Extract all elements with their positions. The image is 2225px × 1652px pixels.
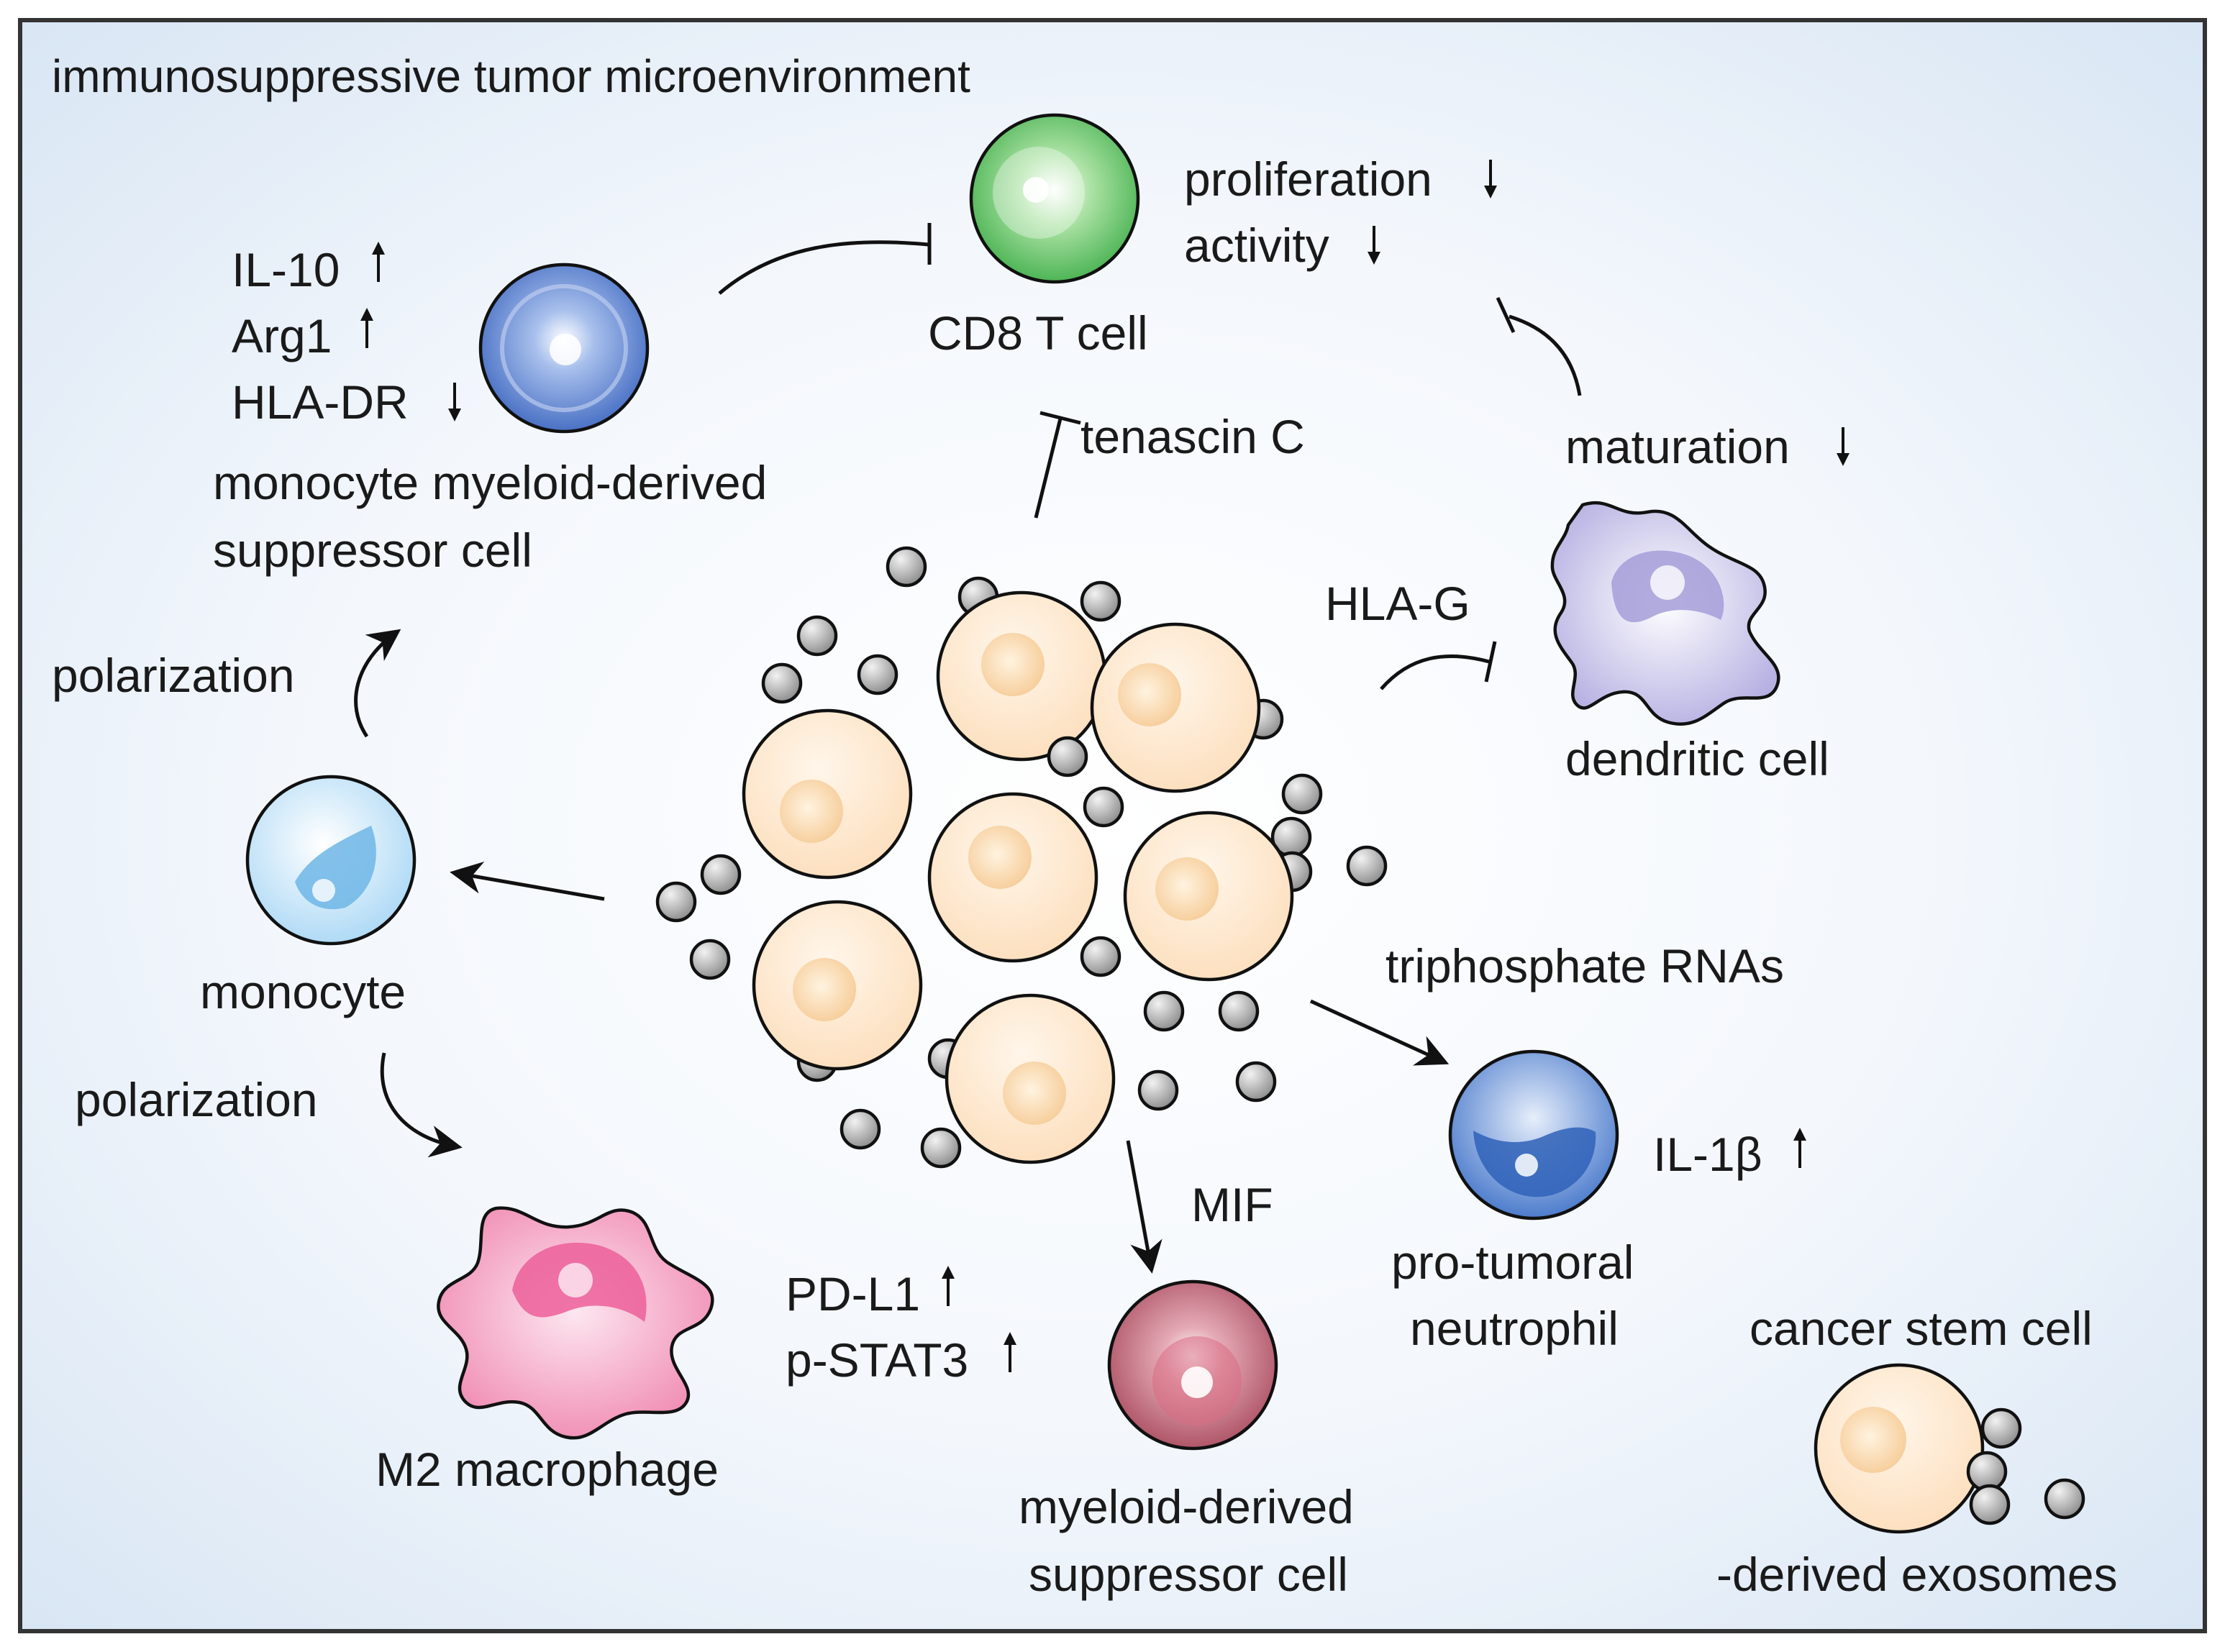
hladr-down-arrow-icon [448, 383, 461, 421]
csc-label-line2: -derived exosomes [1716, 1548, 2118, 1601]
exosome [840, 1108, 881, 1150]
cd8-t-cell-label: CD8 T cell [928, 306, 1148, 360]
exosome [1143, 990, 1185, 1032]
pdl1-label: PD-L1 [786, 1267, 920, 1320]
neutrophil-cell [1448, 1049, 1619, 1220]
maturation-down-arrow-icon [1837, 427, 1849, 466]
exosome [655, 881, 697, 923]
polarization-to-m2-arrow [380, 1052, 463, 1158]
m2-macrophage-cell [437, 1206, 714, 1440]
mif-label: MIF [1191, 1178, 1273, 1231]
monocyte-cell [245, 775, 417, 946]
exosome [689, 939, 731, 980]
tumor-cell [1090, 622, 1261, 793]
dendritic-inhibits-cd8-edge [1496, 296, 1582, 396]
exosome [1980, 1407, 2022, 1449]
tumor-cell [742, 708, 913, 880]
cancer-stem-cell [1814, 1363, 2085, 1534]
il10-up-arrow-icon [372, 242, 385, 282]
il1b-label: IL-1β [1653, 1128, 1762, 1181]
pstat3-up-arrow-icon [1004, 1332, 1016, 1372]
dendritic-cell-label: dendritic cell [1565, 732, 1829, 785]
tumor-to-monocyte-arrow [450, 862, 605, 901]
m2-macrophage-label: M2 macrophage [376, 1443, 719, 1496]
cd8-t-cell [969, 113, 1140, 284]
tumor-cell [936, 590, 1107, 762]
mif-to-mdsc-arrow [1126, 1140, 1162, 1274]
il10-label: IL-10 [232, 243, 340, 296]
exosome [2044, 1478, 2085, 1520]
exosome [700, 854, 742, 895]
hlag-label: HLA-G [1325, 577, 1470, 630]
tumor-cluster [655, 546, 1388, 1169]
arg1-up-arrow-icon [360, 308, 373, 348]
monocyte-mdsc-label-line1: monocyte myeloid-derived [213, 456, 767, 509]
exosome [1080, 580, 1121, 622]
exosome [1281, 773, 1323, 815]
csc-label-line1: cancer stem cell [1749, 1302, 2093, 1355]
exosome [886, 546, 927, 588]
diagram-title: immunosuppressive tumor microenvironment [52, 50, 970, 102]
tumor-cell [927, 792, 1098, 963]
monocyte-mdsc-cell [478, 263, 650, 434]
tenascin-label: tenascin C [1080, 410, 1305, 463]
arg1-label: Arg1 [232, 309, 332, 362]
hladr-label: HLA-DR [232, 375, 409, 429]
maturation-label: maturation [1565, 420, 1790, 473]
exosome [1137, 1069, 1179, 1111]
exosome [1235, 1061, 1277, 1103]
mdsc-label-line1: myeloid-derived [1019, 1480, 1354, 1533]
exosome [1080, 936, 1121, 977]
proliferation-down-arrow-icon [1484, 160, 1497, 198]
neutrophil-label-line2: neutrophil [1410, 1302, 1619, 1355]
exosome [1083, 786, 1124, 828]
exosome [1346, 845, 1388, 887]
polarization-bottom-label: polarization [75, 1073, 318, 1126]
exosome [1218, 990, 1260, 1032]
polarization-top-label: polarization [52, 649, 295, 702]
polarization-to-mdsc-arrow [354, 629, 401, 738]
monocyte-label: monocyte [200, 965, 406, 1018]
il1b-up-arrow-icon [1793, 1128, 1806, 1168]
proliferation-label: proliferation [1184, 152, 1432, 206]
activity-down-arrow-icon [1368, 226, 1380, 265]
neutrophil-label-line1: pro-tumoral [1391, 1236, 1634, 1289]
tumor-cell [945, 993, 1116, 1164]
hlag-inhibits-dendritic-edge [1380, 641, 1497, 690]
exosome [920, 1127, 962, 1169]
exosome [1969, 1484, 2011, 1525]
tenascin-inhibits-cd8-edge [1034, 411, 1081, 519]
exosome [796, 615, 838, 657]
pstat3-label: p-STAT3 [786, 1333, 968, 1387]
dendritic-cell [1550, 501, 1780, 726]
mdsc-inhibits-cd8-edge [718, 223, 932, 295]
exosome [857, 654, 898, 695]
triphosphate-label: triphosphate RNAs [1385, 939, 1784, 992]
monocyte-mdsc-label-line2: suppressor cell [213, 524, 532, 577]
exosome [761, 662, 803, 704]
pdl1-up-arrow-icon [942, 1266, 955, 1306]
exosome [1047, 736, 1088, 777]
tumor-cell [752, 900, 923, 1071]
tumor-cell [1123, 811, 1294, 982]
activity-label: activity [1184, 219, 1329, 272]
tumor-to-neutrophil-arrow [1309, 999, 1450, 1066]
mdsc-label-line2: suppressor cell [1029, 1548, 1348, 1601]
mdsc-cell [1107, 1279, 1278, 1451]
